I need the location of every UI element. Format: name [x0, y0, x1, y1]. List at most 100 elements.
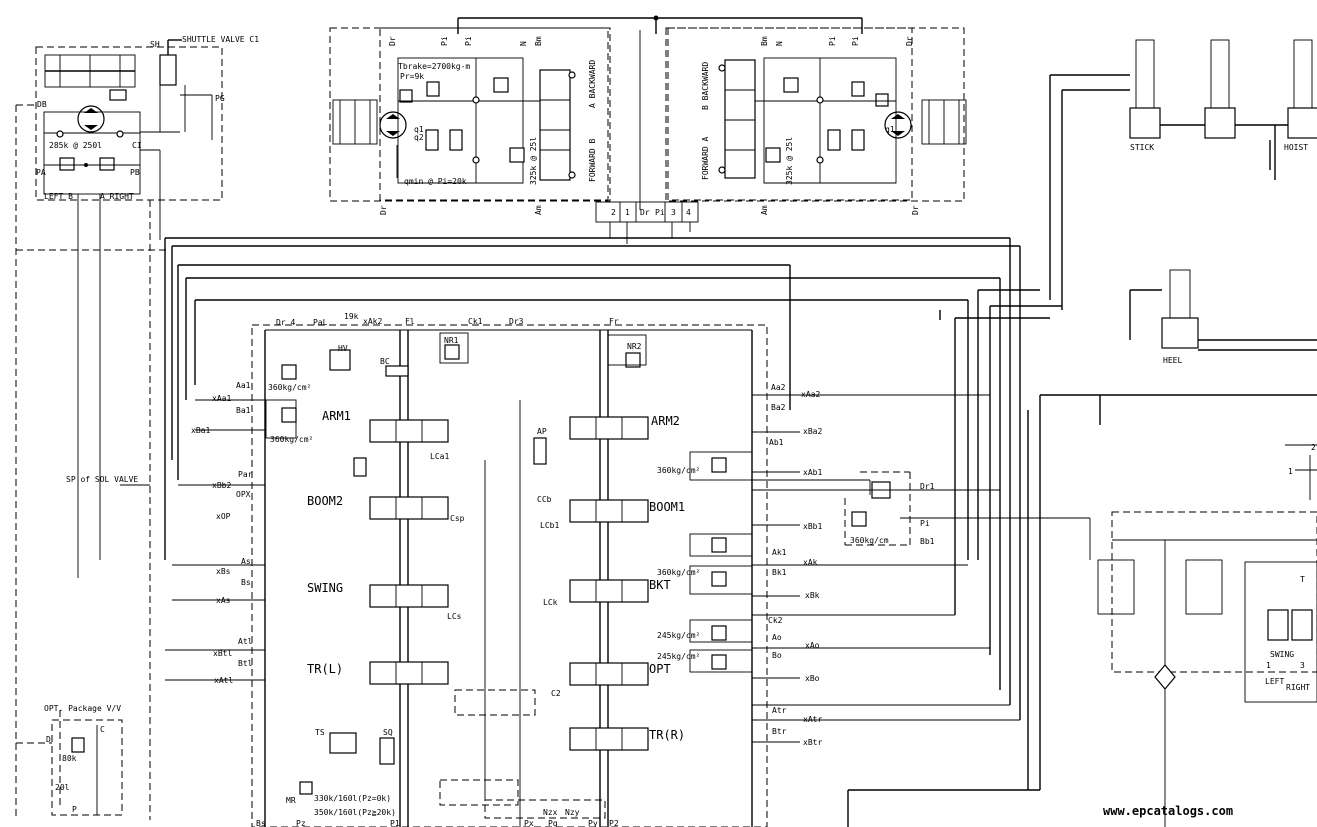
pr-label: Pr=9k [400, 72, 424, 81]
xas-label: xAs [216, 596, 231, 605]
port-dr-label: Dr [640, 208, 650, 217]
k325-b-label: 325k @ 25l [785, 137, 794, 185]
c-label: C [100, 725, 105, 734]
xaa2-label: xAa2 [801, 390, 820, 399]
nzx-label: Nzx [543, 808, 558, 817]
k245-2-label: 245kg/cm² [657, 652, 700, 661]
signal-lines [16, 237, 1091, 816]
k360-6-label: 360kg/cm [850, 536, 889, 545]
pi-2-label: Pi [464, 36, 473, 46]
xbtl-label: xBtl [213, 649, 232, 658]
bc-label: BC [380, 357, 390, 366]
xatr-label: xAtr [803, 715, 822, 724]
arm1-label: ARM1 [322, 409, 351, 423]
as-label: As [241, 557, 251, 566]
k360-1-label: 360kg/cm² [268, 383, 311, 392]
xao-label: xAo [805, 641, 820, 650]
cylinders [847, 39, 1317, 827]
dr-tr-label: Dr [905, 36, 914, 46]
ck1-label: Ck1 [468, 317, 483, 326]
labels: SHUTTLE VALVE C1 SH DB PG 285k @ 250l CI… [36, 35, 1316, 827]
pi-5-label: Pi [920, 519, 930, 528]
pal-label: PaL [313, 318, 328, 327]
nr2-label: NR2 [627, 342, 642, 351]
opx-label: OPX [236, 490, 251, 499]
xab1-label: xAb1 [803, 468, 822, 477]
k19-label: 19k [344, 312, 359, 321]
ts-label: TS [315, 728, 325, 737]
fr-label: Fr [609, 317, 619, 326]
opt-label: OPT [649, 662, 671, 676]
n-2-label: N [775, 41, 784, 46]
bo-label: Bo [772, 651, 782, 660]
xaa1-label: xAa1 [212, 394, 231, 403]
shuttle-label: SHUTTLE VALVE C1 [182, 35, 259, 44]
k350-label: 350k/160l(Pz≧20k) [314, 808, 396, 817]
k360-4-label: 360kg/cm² [657, 568, 700, 577]
mr-label: MR [286, 796, 296, 805]
n1-label: 1 [1266, 661, 1271, 670]
d-label: D [46, 735, 51, 744]
xbk-label: xBk [805, 591, 820, 600]
bs-label: Bs [241, 578, 251, 587]
heel-label: HEEL [1163, 356, 1182, 365]
p1-label: P1 [390, 819, 400, 827]
forward-a-label: FORWARD A [701, 136, 710, 180]
btl-label: Btl [238, 659, 253, 668]
nzy-label: Nzy [565, 808, 580, 817]
ab1-label: Ab1 [769, 438, 784, 447]
xbb2-label: xBb2 [212, 481, 231, 490]
btr-label: Btr [772, 727, 787, 736]
csp-label: Csp [450, 514, 465, 523]
port-3-label: 3 [671, 208, 676, 217]
forward-b-label: FORWARD B [588, 138, 597, 182]
ap-label: AP [537, 427, 547, 436]
right-label: RIGHT [1286, 683, 1310, 692]
pg-bottom-label: Pg [548, 819, 558, 827]
ba2-label: Ba2 [771, 403, 786, 412]
qmin-label: qmin @ Pi=20k [404, 177, 467, 186]
left-b-label: LEFT B [44, 192, 73, 201]
lcb1-label: LCb1 [540, 521, 559, 530]
pump-block [15, 39, 223, 820]
bm-1-label: Bm [534, 36, 543, 46]
atr-label: Atr [772, 706, 787, 715]
k245-1-label: 245kg/cm² [657, 631, 700, 640]
sq-label: SQ [383, 728, 393, 737]
xbs-label: xBs [216, 567, 231, 576]
trl-label: TR(L) [307, 662, 343, 676]
dr-tl-label: Dr [388, 36, 397, 46]
travel-motor-right [458, 15, 967, 210]
pump-rate-label: 285k @ 250l [49, 141, 102, 150]
xba1-label: xBa1 [191, 426, 210, 435]
bk1-label: Bk1 [772, 568, 787, 577]
k80-label: 80k [62, 754, 77, 763]
dr-bl-label: Dr [379, 205, 388, 215]
arm2-label: ARM2 [651, 414, 680, 428]
db-label: DB [37, 100, 47, 109]
lck-label: LCk [543, 598, 558, 607]
n3-label: 3 [1300, 661, 1305, 670]
nr1-label: NR1 [444, 336, 459, 345]
fl-label: Fl [405, 317, 415, 326]
swing-label: SWING [307, 581, 343, 595]
atl-label: Atl [238, 637, 253, 646]
a-right-label: A RIGHT [100, 192, 134, 201]
xak2-label: xAk2 [363, 317, 382, 326]
k360-2-label: 360kg/cm² [270, 435, 313, 444]
bkt-label: BKT [649, 578, 671, 592]
k325-a-label: 325k @ 25l [529, 137, 538, 185]
pi-4-label: Pi [851, 36, 860, 46]
pa-label: PA [36, 168, 46, 177]
px-label: Px [524, 819, 534, 827]
lca1-label: LCa1 [430, 452, 449, 461]
p2-label: P2 [609, 819, 619, 827]
dr1-label: Dr1 [920, 482, 935, 491]
k330-label: 330k/160l(Pz=0k) [314, 794, 391, 803]
xbtr-label: xBtr [803, 738, 822, 747]
am-1-label: Am [534, 205, 543, 215]
pz-label: Pz [296, 819, 306, 827]
swing-right-label: SWING [1270, 650, 1294, 659]
trr-label: TR(R) [649, 728, 685, 742]
hv-label: HV [338, 344, 348, 353]
